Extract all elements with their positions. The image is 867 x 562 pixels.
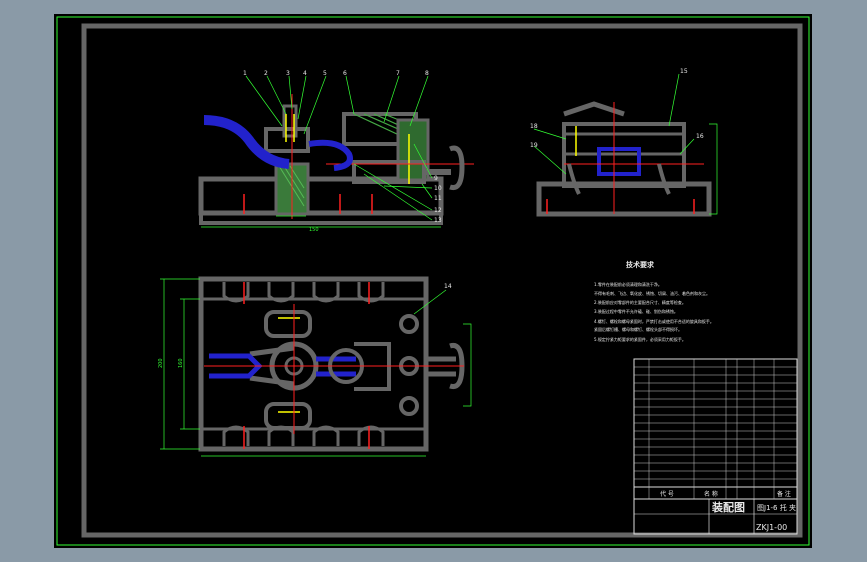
- svg-text:16: 16: [696, 133, 704, 140]
- tech-line-7: 5.规定拧紧力矩要求的紧固件，必须采用力矩扳手。: [594, 336, 686, 342]
- balloon-11: 11: [434, 195, 442, 202]
- balloon-4: 4: [303, 70, 307, 77]
- balloons-top: 1 2 3 4 5 6 7 8: [243, 70, 429, 77]
- tech-heading: 技术要求: [626, 260, 655, 269]
- inner-frame: [81, 23, 803, 538]
- cad-viewport[interactable]: 150 1 2 3 4 5 6 7 8 9: [54, 14, 812, 548]
- balloon-8: 8: [425, 70, 429, 77]
- tech-line-6: 紧固后螺钉槽、螺母和螺钉、螺栓头部不得损坏。: [594, 326, 682, 332]
- outer-frame: [56, 16, 810, 546]
- title-block: 代 号 名 称 备 注 装配图 图J1-6 托 夹 ZKJ1-00: [633, 358, 798, 535]
- tech-requirements: 技术要求 1.零件在装配前必须清理和清洗干净。 不得有毛刺、飞边、氧化皮、锈蚀、…: [594, 260, 714, 342]
- balloon-10: 10: [434, 185, 442, 192]
- header-code: 代 号: [660, 490, 674, 498]
- svg-text:150: 150: [309, 227, 319, 233]
- balloon-3: 3: [286, 70, 290, 77]
- svg-text:200: 200: [158, 358, 164, 368]
- balloon-2: 2: [264, 70, 268, 77]
- tech-line-1: 1.零件在装配前必须清理和清洗干净。: [594, 281, 662, 287]
- assembly-drawing: 150 1 2 3 4 5 6 7 8 9: [56, 16, 810, 546]
- balloon-12: 12: [434, 207, 442, 214]
- header-remark: 备 注: [777, 490, 791, 498]
- svg-text:18: 18: [530, 123, 538, 130]
- tech-line-4: 3.装配过程中零件不允许磕、碰、划伤和锈蚀。: [594, 308, 678, 314]
- balloon-6: 6: [343, 70, 347, 77]
- svg-text:160: 160: [178, 358, 184, 368]
- header-name: 名 称: [704, 490, 718, 498]
- balloon-13: 13: [434, 217, 442, 224]
- tech-line-2: 不得有毛刺、飞边、氧化皮、锈蚀、切屑、油污、着色剂和灰尘。: [594, 290, 710, 296]
- drawing-title: 装配图: [711, 500, 745, 514]
- drawing-number: ZKJ1-00: [756, 523, 787, 532]
- balloon-1: 1: [243, 70, 247, 77]
- tech-line-5: 4.螺钉、螺栓和螺母紧固时，严禁打击或使用不合适的旋具和扳手。: [594, 318, 714, 324]
- side-view: 15 18 19 16: [530, 68, 718, 217]
- front-view: 150 1 2 3 4 5 6 7 8 9: [198, 70, 474, 233]
- svg-text:19: 19: [530, 142, 538, 149]
- plan-view: 200 160 14: [158, 276, 472, 457]
- drawing-subtitle: 图J1-6 托 夹: [757, 503, 796, 512]
- balloon-9: 9: [434, 175, 438, 182]
- balloon-7: 7: [396, 70, 400, 77]
- tech-line-3: 2.装配前应对零部件的主要配合尺寸、精度等检查。: [594, 299, 686, 305]
- svg-text:14: 14: [444, 283, 452, 290]
- svg-text:15: 15: [680, 68, 688, 75]
- balloons-right: 9 10 11 12 13: [434, 175, 442, 224]
- balloon-5: 5: [323, 70, 327, 77]
